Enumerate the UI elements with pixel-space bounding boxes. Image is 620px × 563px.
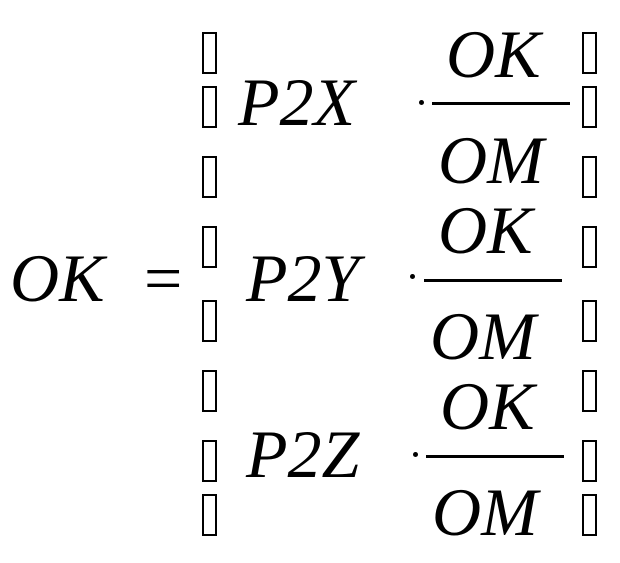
left-bracket-piece — [202, 300, 217, 342]
row-1-denominator: OM — [438, 122, 544, 198]
row-2-fraction-bar — [424, 279, 562, 282]
left-bracket-piece — [202, 440, 217, 482]
right-bracket-piece — [582, 86, 597, 128]
left-bracket-piece — [202, 226, 217, 268]
row-3-fraction-bar — [426, 455, 564, 458]
right-bracket-piece — [582, 226, 597, 268]
right-bracket-piece — [582, 300, 597, 342]
row-3-multiply-dot — [413, 452, 418, 457]
right-bracket-piece — [582, 440, 597, 482]
equals-sign: = — [144, 240, 183, 316]
right-bracket-piece — [582, 156, 597, 198]
left-bracket-piece — [202, 86, 217, 128]
row-3-label: P2Z — [246, 416, 360, 492]
row-1-label: P2X — [238, 64, 356, 140]
left-bracket-piece — [202, 32, 217, 74]
lhs-variable: OK — [10, 240, 105, 316]
right-bracket-piece — [582, 494, 597, 536]
row-2-denominator: OM — [430, 298, 536, 374]
row-3-numerator: OK — [440, 368, 535, 444]
left-bracket-piece — [202, 494, 217, 536]
row-1-fraction-bar — [432, 102, 570, 105]
row-2-numerator: OK — [438, 192, 533, 268]
row-2-multiply-dot — [410, 274, 415, 279]
row-1-numerator: OK — [446, 16, 541, 92]
row-2-label: P2Y — [246, 240, 360, 316]
row-1-multiply-dot — [419, 100, 424, 105]
right-bracket-piece — [582, 370, 597, 412]
row-3-denominator: OM — [432, 474, 538, 550]
left-bracket-piece — [202, 370, 217, 412]
left-bracket-piece — [202, 156, 217, 198]
right-bracket-piece — [582, 32, 597, 74]
